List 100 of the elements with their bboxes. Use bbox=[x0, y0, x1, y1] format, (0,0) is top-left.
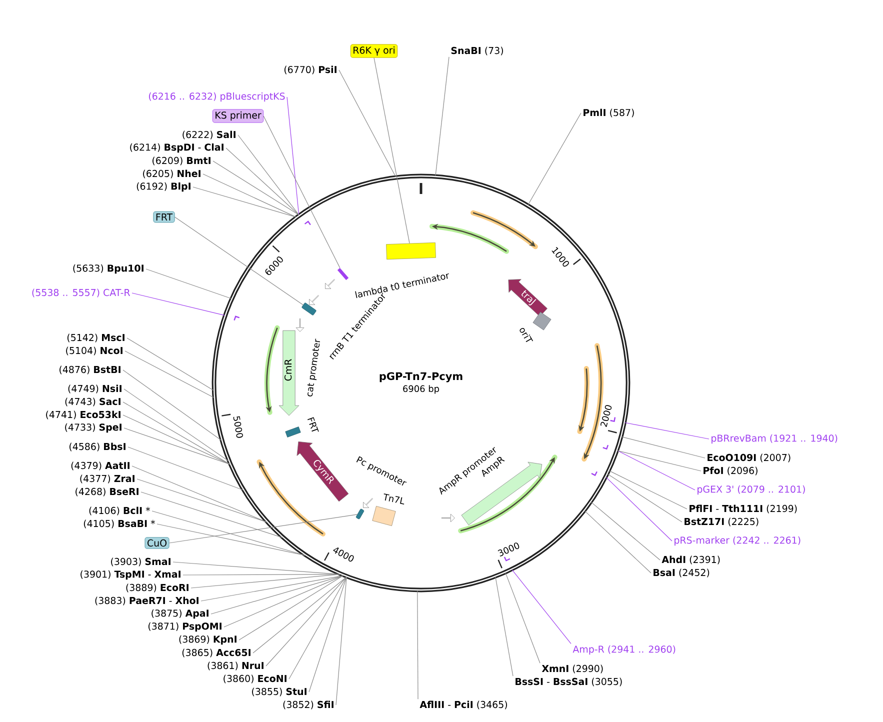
enzyme-site-label: BsaI (2452) bbox=[654, 568, 710, 578]
leader-line bbox=[132, 466, 267, 522]
tick-label: 3000 bbox=[498, 542, 520, 556]
feature-label: oriT bbox=[520, 328, 534, 342]
leader-line bbox=[192, 186, 296, 218]
enzyme-site-label: (3901) TspMI - XmaI bbox=[80, 570, 180, 580]
leader-line bbox=[338, 70, 396, 178]
leader-line bbox=[124, 428, 230, 464]
leader-line bbox=[202, 174, 296, 218]
leader-line bbox=[122, 402, 230, 464]
leader-line bbox=[174, 216, 304, 306]
leader-line bbox=[288, 576, 347, 680]
leader-line bbox=[621, 436, 706, 458]
enzyme-site-label: SnaBI (73) bbox=[451, 46, 503, 56]
enzyme-site-label: (5104) NcoI bbox=[66, 346, 122, 356]
enzyme-site-label: (3903) SmaI bbox=[111, 558, 170, 566]
enzyme-site-label: (3875) ApaI bbox=[152, 609, 208, 619]
enzyme-site-label: (3883) PaeR7I - XhoI bbox=[95, 596, 198, 606]
primer-site-mark bbox=[337, 268, 349, 280]
enzyme-site-label: (6222) SalI bbox=[182, 130, 236, 140]
leader-line bbox=[308, 576, 347, 692]
leader-line bbox=[495, 576, 514, 676]
leader-line bbox=[224, 575, 344, 628]
leader-line bbox=[435, 56, 450, 176]
feature-callout: FRT bbox=[153, 211, 175, 223]
leader-line bbox=[210, 575, 344, 614]
primer-label: (5538 .. 5557) CAT-R bbox=[32, 288, 130, 298]
primer-callout: KS primer bbox=[212, 109, 264, 123]
leader-line bbox=[528, 112, 582, 206]
enzyme-site-label: (3860) EcoNI bbox=[224, 674, 286, 684]
leader-line bbox=[122, 414, 230, 464]
enzyme-site-label: (4733) SpeI bbox=[65, 423, 122, 433]
tick-label: 5000 bbox=[233, 416, 243, 438]
leader-line bbox=[505, 572, 540, 664]
leader-line bbox=[136, 478, 267, 522]
leader-line bbox=[124, 350, 214, 398]
enzyme-site-label: (3852) SfiI bbox=[283, 700, 334, 710]
leader-line bbox=[617, 450, 702, 472]
leader-line bbox=[590, 502, 660, 560]
leader-line bbox=[584, 510, 652, 574]
leader-line bbox=[238, 134, 300, 216]
enzyme-site-label: (3855) StuI bbox=[252, 688, 306, 696]
leader-line bbox=[122, 370, 222, 441]
origin-bar bbox=[386, 242, 436, 260]
leader-line bbox=[374, 57, 410, 244]
leader-line bbox=[152, 510, 306, 556]
enzyme-site-label: (4106) BclI* bbox=[89, 506, 150, 516]
leader-line bbox=[200, 575, 344, 602]
enzyme-site-label: (4741) Eco53kI bbox=[46, 410, 120, 420]
tick-label: 4000 bbox=[333, 548, 354, 562]
enzyme-site-label: (6209) BmtI bbox=[152, 156, 210, 166]
enzyme-site-label: (4743) SacI bbox=[65, 398, 120, 406]
leader-line bbox=[212, 160, 300, 216]
enzyme-site-label: (6770) PsiI bbox=[284, 66, 336, 74]
leader-line bbox=[266, 576, 347, 666]
leader-line bbox=[512, 569, 572, 644]
leader-line bbox=[168, 514, 358, 544]
leader-line bbox=[126, 338, 214, 391]
gene-block: CmR bbox=[278, 330, 300, 416]
enzyme-site-label: (4379) AatII bbox=[71, 462, 130, 470]
enzyme-site-label: EcoO109I (2007) bbox=[708, 454, 790, 462]
enzyme-site-label: BstZ17I (2225) bbox=[684, 518, 758, 526]
operator-site bbox=[356, 508, 364, 520]
enzyme-site-label: PflFI - Tth111I (2199) bbox=[690, 504, 797, 514]
enzyme-site-label: (6214) BspDI - ClaI bbox=[130, 143, 224, 153]
leader-line bbox=[252, 576, 347, 654]
feature-label: cat promoter bbox=[307, 338, 320, 396]
enzyme-site-label: (3865) Acc65I bbox=[182, 648, 250, 658]
leader-line bbox=[156, 524, 306, 556]
enzyme-site-label: AhdI (2391) bbox=[662, 556, 720, 564]
leader-line bbox=[140, 492, 282, 538]
leader-line bbox=[263, 116, 340, 268]
enzyme-site-label: (5142) MscI bbox=[67, 334, 124, 342]
leader-line bbox=[226, 148, 300, 216]
frt-site bbox=[302, 302, 316, 316]
primer-label: (6216 .. 6232) pBluescriptKS bbox=[148, 92, 285, 102]
enzyme-site-label: PfoI (2096) bbox=[704, 466, 758, 476]
leader-line bbox=[607, 474, 682, 522]
leader-line bbox=[238, 575, 344, 640]
enzyme-site-label: (3871) PspOMI bbox=[148, 622, 222, 632]
enzyme-site-label: (4105) BsaBI* bbox=[84, 520, 156, 528]
enzyme-site-label: XmnI (2990) bbox=[542, 664, 603, 674]
leader-line bbox=[609, 470, 688, 510]
feature-label: FRT bbox=[307, 417, 319, 432]
enzyme-site-label: (4876) BstBI bbox=[60, 366, 120, 374]
feature-callout: CuO bbox=[144, 537, 170, 549]
enzyme-site-label: AflIII - PciI (3465) bbox=[420, 700, 507, 710]
primer-label: pGEX 3' (2079 .. 2101) bbox=[698, 485, 805, 495]
enzyme-site-label: (6192) BlpI bbox=[136, 182, 190, 192]
origin-callout: R6K γ ori bbox=[350, 44, 398, 58]
enzyme-site-label: (4268) BseRI bbox=[76, 488, 138, 496]
leader-line bbox=[617, 450, 696, 490]
leader-line bbox=[417, 590, 418, 700]
leader-line bbox=[124, 388, 229, 462]
gene-block: traJ bbox=[508, 279, 548, 317]
leader-line bbox=[286, 96, 300, 216]
leader-line bbox=[132, 292, 225, 316]
primer-label: pBRrevBam (1921 .. 1940) bbox=[712, 434, 838, 444]
primer-label: pRS-marker (2242 .. 2261) bbox=[674, 536, 800, 546]
enzyme-site-label: (3869) KpnI bbox=[179, 635, 236, 645]
